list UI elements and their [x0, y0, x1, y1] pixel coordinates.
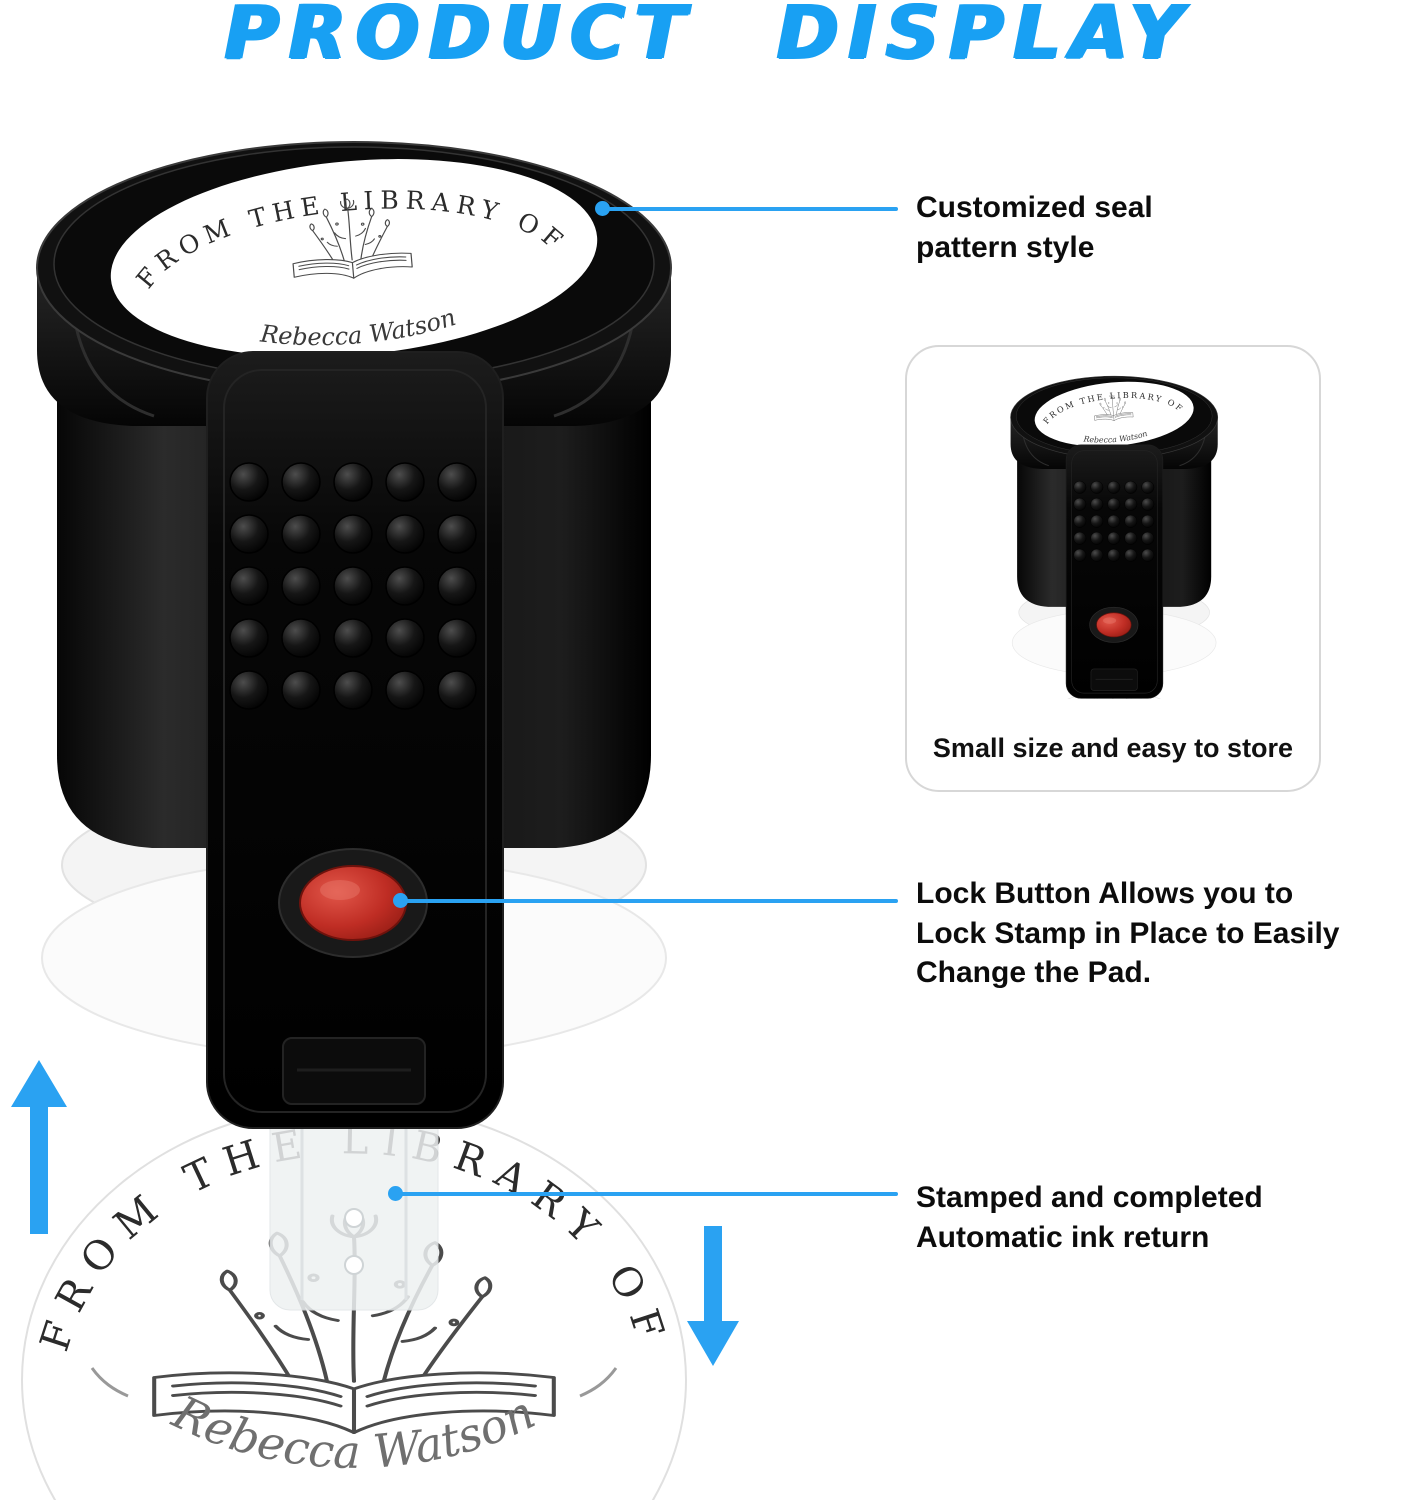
lock-button	[278, 848, 428, 958]
callout-line-ink-return	[395, 1192, 898, 1196]
down-arrow-icon	[687, 1226, 739, 1366]
product-photo-small	[999, 369, 1228, 699]
up-arrow-icon	[11, 1060, 67, 1234]
inset-caption: Small size and easy to store	[932, 733, 1294, 763]
grip-dots	[229, 462, 477, 710]
stamp-front-panel	[206, 351, 504, 1129]
callout-lock-button: Lock Button Allows you to Lock Stamp in …	[916, 877, 1340, 990]
stamp-cap: FROM THE LIBRARY OF Rebecca Watson	[36, 141, 672, 426]
product-photo-main: FROM THE LIBRARY OF Rebecca Watson	[21, 141, 687, 1500]
inset-card: Small size and easy to store	[905, 345, 1321, 792]
latch	[282, 1037, 426, 1105]
callout-line-seal	[602, 207, 898, 211]
callout-seal-pattern: Customized seal pattern style	[916, 191, 1153, 264]
callout-ink-return: Stamped and completed Automatic ink retu…	[916, 1181, 1263, 1254]
page-title: PRODUCT DISPLAY	[224, 0, 1194, 76]
callout-line-lock	[400, 899, 898, 903]
